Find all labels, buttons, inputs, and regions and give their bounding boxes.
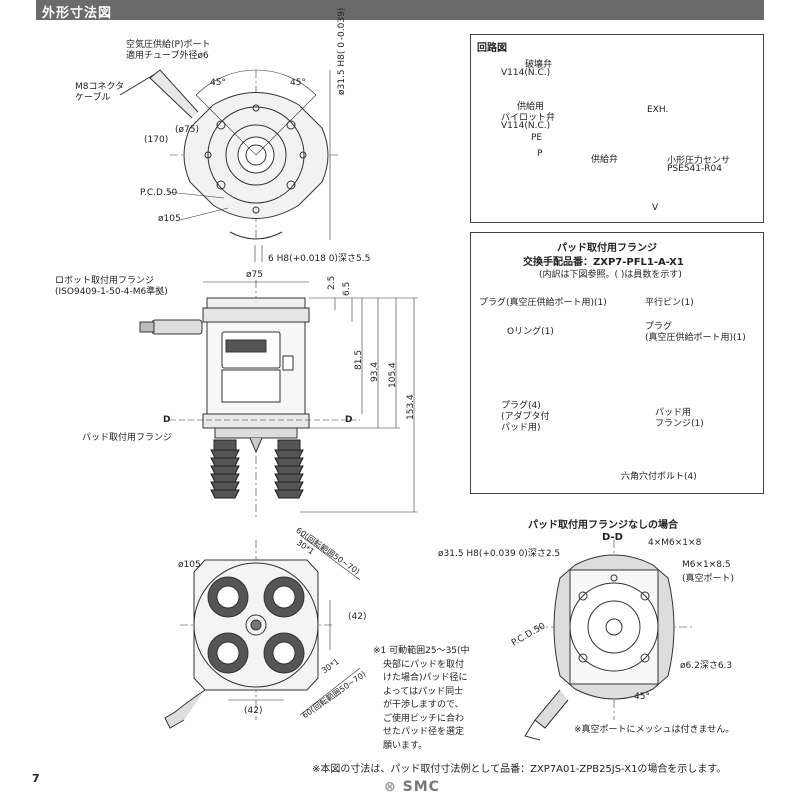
air-port-label: 空気圧供給(P)ポート — [126, 40, 211, 50]
mesh-note: ※真空ポートにメッシュは付きません。 — [574, 725, 735, 735]
parallel-pin-label: 平行ピン(1) — [645, 298, 694, 308]
smc-logo: ⊗ SMC — [384, 779, 440, 795]
flange-part-no: 交換手配品番：ZXP7-PFL1-A-X1 — [523, 257, 684, 268]
pe-label: PE — [531, 133, 543, 143]
bellows-right-pad — [274, 439, 304, 499]
pin-hole-label: 6 H8(+0.018 0)深さ5.5 — [268, 254, 371, 264]
supply-pilot-label-2: パイロット弁 — [501, 113, 556, 123]
supply-valve-label: 供給弁 — [591, 155, 619, 165]
note-line: 願います。 — [383, 740, 428, 751]
m8-connector-label: M8コネクタ — [75, 82, 125, 92]
phi75-label: (ø75) — [175, 125, 199, 135]
plug-vacuum-supply-label: プラグ(真空圧供給ポート用)(1) — [479, 298, 607, 308]
section-d-left: D — [163, 415, 171, 425]
plug4-label-3: パッド用) — [501, 423, 541, 433]
logo-icon: ⊗ — [384, 779, 403, 795]
dd-label: D-D — [602, 532, 623, 543]
note-line: 央部にパッドを取付 — [383, 659, 465, 670]
bottom-42-right-label: (42) — [348, 612, 367, 622]
note-line: ※1 可動範囲25～35(中 — [373, 646, 470, 656]
plug-vacuum-port-label-2: (真空圧供給ポート用)(1) — [645, 333, 746, 343]
angle-right-label: 45° — [290, 78, 306, 88]
break-valve-model: V114(N.C.) — [501, 68, 551, 78]
m6-label: M6×1×8.5 — [682, 560, 731, 570]
top-view-drawing — [119, 69, 340, 262]
iso-label: (ISO9409-1-50-4-M6準拠) — [55, 287, 168, 297]
pad-flange-label: パッド取付用フランジ — [82, 433, 173, 443]
bottom-phi105-label: ø105 — [178, 560, 201, 570]
thread-label: 4×M6×1×8 — [648, 538, 702, 548]
dim-6-5-label: 6.5 — [342, 281, 352, 296]
sensor-label: 小形圧力センサ — [667, 156, 731, 166]
tube-label: 適用チューブ外径ø6 — [126, 51, 209, 61]
dim-153-4-label: 153.4 — [406, 394, 416, 420]
p-label: P — [537, 149, 543, 159]
phi62-label: ø6.2深さ6.3 — [680, 661, 733, 671]
flange-box: パッド取付用フランジ 交換手配品番：ZXP7-PFL1-A-X1 (内訳は下図参… — [470, 232, 764, 494]
page-number: 7 — [32, 772, 40, 785]
vacuum-port-label: (真空ポート) — [682, 574, 735, 584]
bellows-left-pad — [210, 439, 240, 499]
angle-left-label: 45° — [210, 78, 226, 88]
pad-bottom-circles — [207, 576, 305, 674]
flange-title: パッド取付用フランジ — [557, 243, 657, 254]
flange-contents: (内訳は下図参照。( )は員数を示す) — [539, 270, 682, 280]
plug4-label-1: プラグ(4) — [501, 401, 541, 411]
logo-text: SMC — [402, 779, 440, 795]
bottom-view-drawing — [164, 534, 361, 729]
supply-pilot-model: V114(N.C.) — [501, 121, 551, 131]
pcd50-label: P.C.D.50 — [140, 188, 178, 198]
hex-bolt-label: 六角穴付ボルト(4) — [621, 472, 697, 482]
circuit-box: 回路図 破壊弁 V114(N.C.) 供給用 パイロット弁 V114(N.C.)… — [470, 34, 764, 223]
robot-flange-label: ロボット取付用フランジ — [55, 276, 155, 286]
pad-flange-label-1: パッド用 — [655, 408, 692, 418]
circuit-title: 回路図 — [477, 43, 507, 54]
note-movable-range: ※1 可動範囲25～35(中 央部にパッドを取付 けた場合)パッド径に よっては… — [373, 645, 488, 753]
supply-pilot-label-1: 供給用 — [517, 102, 545, 112]
section-d-right: D — [345, 415, 353, 425]
footer-note: ※本図の寸法は、パッド取付寸法例として品番：ZXP7A01-ZPB25JS-X1… — [312, 764, 727, 775]
exh-label: EXH. — [647, 105, 669, 115]
no-flange-view-drawing — [524, 540, 695, 741]
note-line: ご使用ピッチに合わ — [383, 713, 465, 724]
dim-2-5-label: 2.5 — [327, 275, 337, 290]
note-line: けた場合)パッド径に — [383, 673, 468, 683]
oring-label: Oリング(1) — [507, 327, 554, 337]
dim-105-4-label: 105.4 — [388, 362, 398, 388]
plug4-label-2: (アダプタ付 — [501, 412, 550, 422]
side-phi75-label: ø75 — [246, 270, 263, 280]
plug-vacuum-port-label: プラグ — [645, 322, 673, 332]
cable-label: ケーブル — [75, 93, 111, 103]
note-line: よってはパッド同士 — [383, 686, 464, 697]
note-line: せたパッド径を選定 — [383, 727, 465, 737]
no-flange-title: パッド取付用フランジなしの場合 — [528, 520, 678, 531]
bore-label: ø31.5 H8( 0 -0.039) — [337, 7, 347, 95]
side-view-drawing — [139, 280, 418, 520]
phi105-label: ø105 — [158, 214, 181, 224]
pad-flange-label-2: フランジ(1) — [655, 419, 704, 429]
note-line: が干渉しますので、 — [383, 700, 464, 710]
section-header: 外形寸法図 — [36, 0, 764, 21]
break-valve-label: 破壊弁 — [525, 60, 553, 70]
no-flange-angle-label: 45° — [634, 692, 650, 702]
sensor-model: PSE541-R04 — [667, 164, 722, 174]
section-title: 外形寸法図 — [42, 6, 113, 21]
bottom-42-label: (42) — [244, 706, 263, 716]
v-label: V — [652, 203, 659, 213]
no-flange-bore-label: ø31.5 H8(+0.039 0)深さ2.5 — [438, 549, 561, 559]
len170-label: (170) — [144, 135, 169, 145]
dim-93-4-label: 93.4 — [370, 361, 380, 382]
dim-81-5-label: 81.5 — [354, 349, 364, 370]
